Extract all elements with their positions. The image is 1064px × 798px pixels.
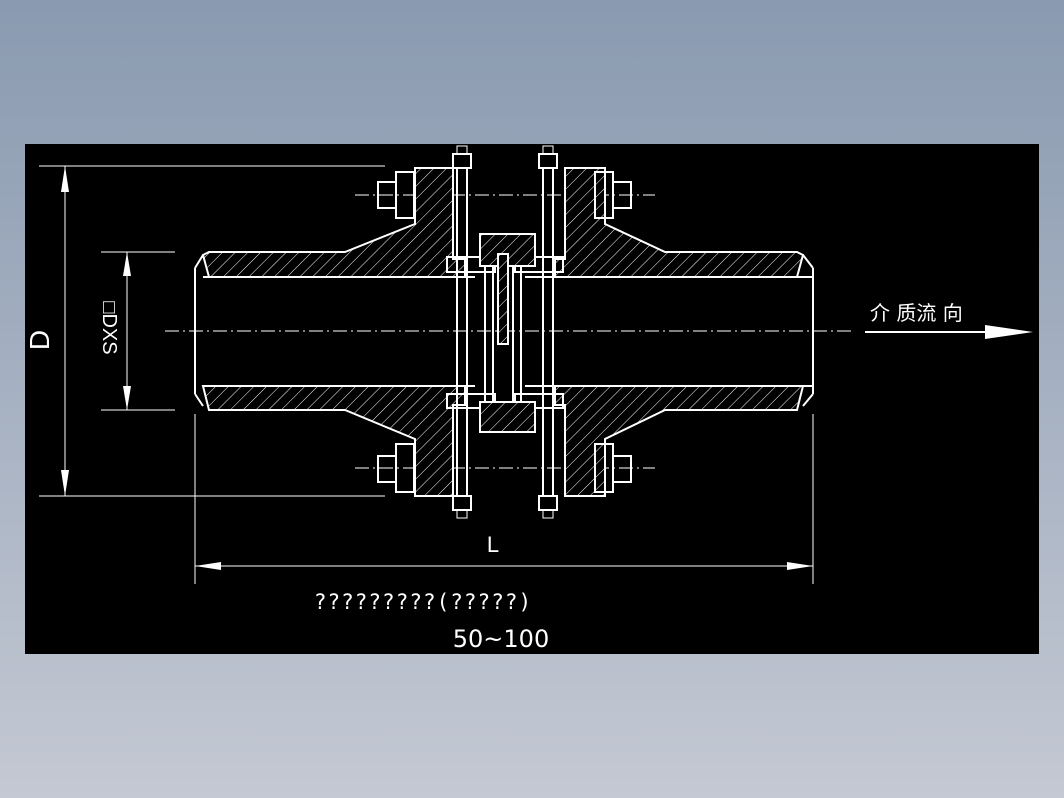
right-vertical-bolt bbox=[538, 145, 558, 519]
dimension-d-label: D bbox=[25, 330, 55, 350]
center-spool-bottom bbox=[479, 401, 536, 433]
dimension-dxs-label: □DXS bbox=[98, 301, 120, 354]
flange-joint-drawing: D □DXS L 介 质流 向 ?????????(?????) 50~100 bbox=[25, 145, 1033, 653]
dimension-dxs bbox=[101, 251, 175, 411]
left-pipe-bore bbox=[194, 254, 475, 407]
right-pipe-bore bbox=[525, 254, 814, 407]
right-flange-upper bbox=[554, 167, 805, 278]
upper-left-horizontal-bolt bbox=[377, 171, 415, 219]
center-gasket bbox=[497, 253, 509, 345]
dimension-d bbox=[39, 165, 385, 497]
cad-drawing-canvas: D □DXS L 介 质流 向 ?????????(?????) 50~100 bbox=[25, 144, 1039, 654]
right-flange-lower bbox=[554, 385, 805, 497]
flow-direction-label: 介 质流 向 bbox=[870, 301, 963, 325]
flow-arrow bbox=[865, 325, 1033, 339]
left-flange-upper bbox=[201, 167, 466, 278]
left-flange-lower bbox=[201, 385, 466, 497]
lower-right-horizontal-bolt bbox=[594, 443, 632, 493]
left-vertical-bolt bbox=[452, 145, 472, 519]
lower-left-horizontal-bolt bbox=[377, 443, 415, 493]
dimension-l bbox=[194, 414, 814, 584]
center-web-right bbox=[512, 266, 522, 402]
center-web-left bbox=[484, 266, 494, 402]
center-spool-top bbox=[479, 233, 536, 267]
dimension-l-label: L bbox=[487, 532, 499, 557]
upper-right-horizontal-bolt bbox=[594, 171, 632, 219]
drawing-caption: ?????????(?????) bbox=[314, 590, 532, 614]
size-range: 50~100 bbox=[453, 625, 549, 653]
